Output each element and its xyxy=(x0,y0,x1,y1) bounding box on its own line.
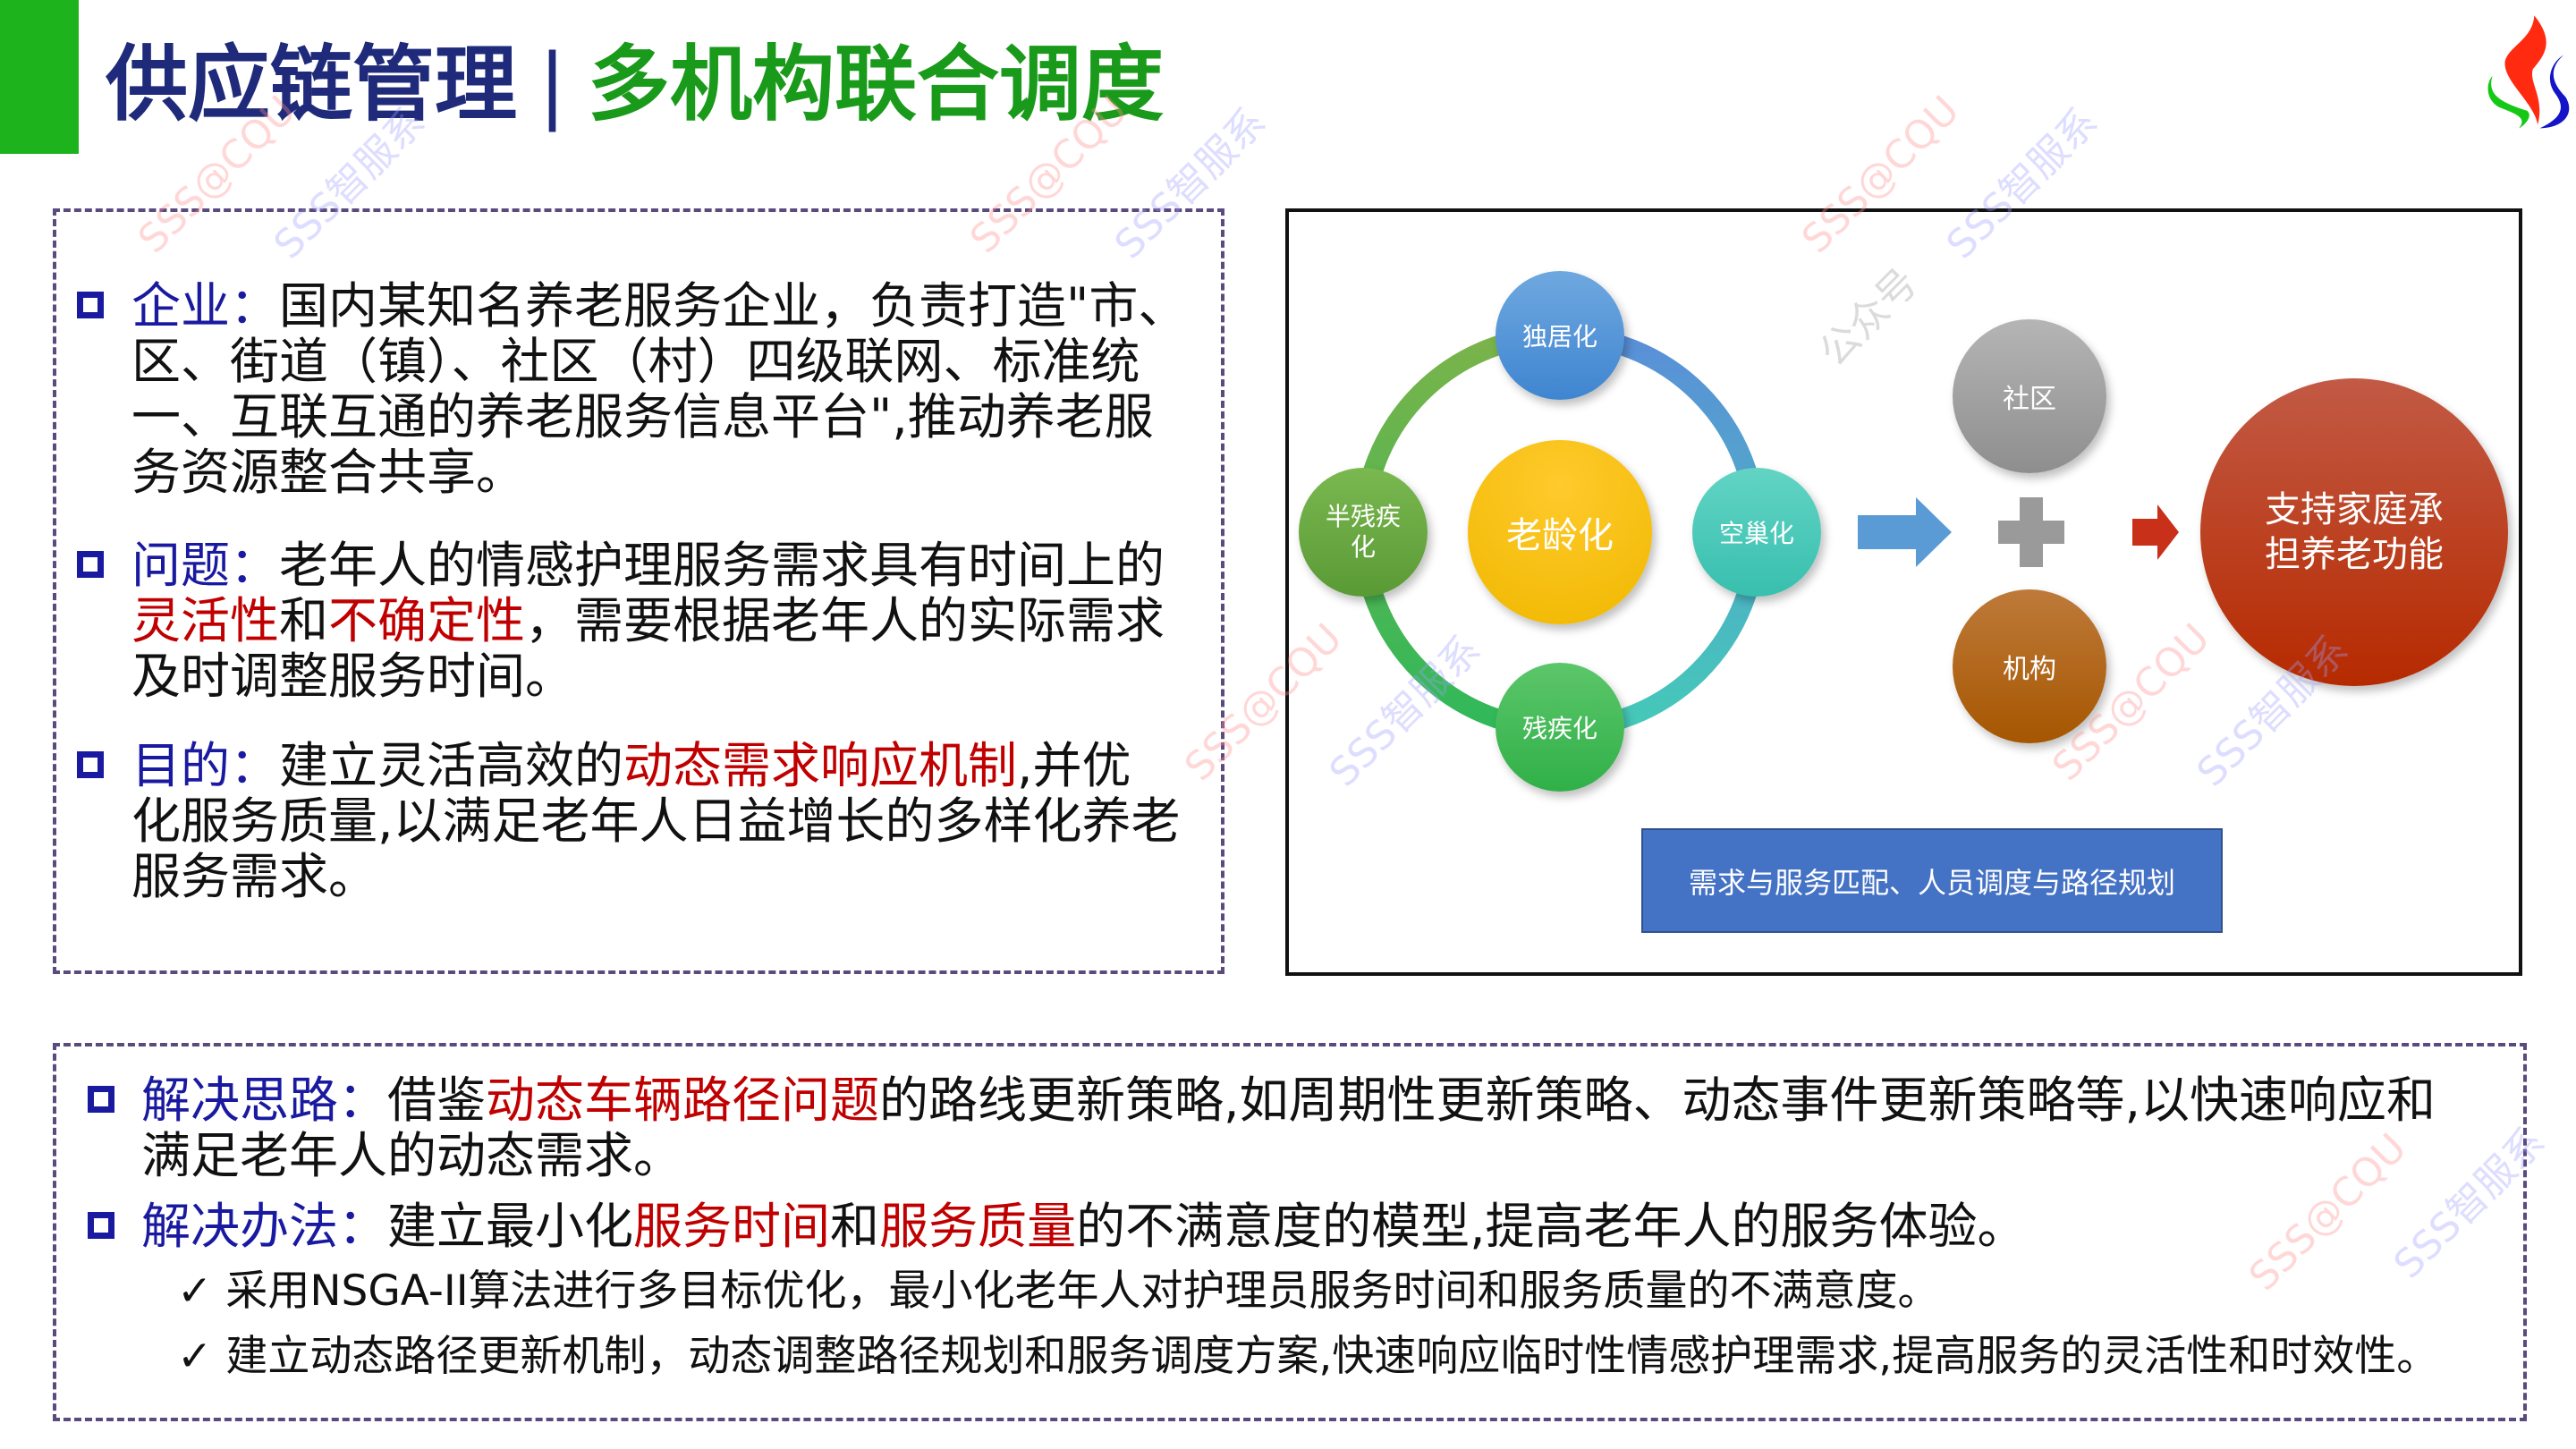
check-item: ✓ 建立动态路径更新机制，动态调整路径规划和服务调度方案,快速响应临时性情感护理… xyxy=(177,1332,2438,1382)
highlight-service-quality: 服务质量 xyxy=(879,1198,1077,1255)
method-paragraph: 解决办法：建立最小化服务时间和服务质量的不满意度的模型,提高老年人的服务体验。 xyxy=(141,1199,2027,1254)
text: 借鉴 xyxy=(387,1072,487,1129)
text: 建立灵活高效的 xyxy=(279,737,624,794)
node-label: 社区 xyxy=(2003,384,2056,415)
node-label: 机构 xyxy=(2003,654,2056,685)
checkbox-square-icon xyxy=(88,1086,114,1113)
node-label: 独居化 xyxy=(1521,322,1597,352)
text: 和 xyxy=(830,1198,880,1255)
text-line: 满足老年人的动态需求。 xyxy=(141,1127,683,1184)
aging-diagram-panel xyxy=(1285,208,2522,976)
checkbox-square-icon xyxy=(77,751,104,778)
node-institution: 机构 xyxy=(1953,589,2106,743)
text-line: 及时调整服务时间。 xyxy=(131,648,575,705)
enterprise-info-panel xyxy=(53,208,1224,974)
text-line: 服务需求。 xyxy=(131,848,378,905)
text-line: 化服务质量,以满足老年人日益增长的多样化养老 xyxy=(131,792,1181,850)
node-label-line: 半残疾 xyxy=(1325,502,1401,531)
matching-scheduling-box: 需求与服务匹配、人员调度与路径规划 xyxy=(1641,828,2223,933)
approach-label: 解决思路： xyxy=(141,1072,388,1129)
center-node-aging: 老龄化 xyxy=(1468,440,1652,624)
problem-label: 问题： xyxy=(131,537,280,594)
enterprise-paragraph: 企业：国内某知名养老服务企业，负责打造"市、 区、街道（镇）、社区（村）四级联网… xyxy=(131,278,1187,500)
node-label-line: 化 xyxy=(1350,532,1376,562)
node-label: 残疾化 xyxy=(1521,714,1597,743)
node-family-support: 支持家庭承担养老功能 xyxy=(2200,378,2508,686)
text: 的路线更新策略,如周期性更新策略、动态事件更新策略等,以快速响应和 xyxy=(879,1072,2436,1129)
check-text: 建立动态路径更新机制，动态调整路径规划和服务调度方案,快速响应临时性情感护理需求… xyxy=(225,1332,2439,1381)
checkbox-square-icon xyxy=(77,551,104,578)
text: ，需要根据老年人的实际需求 xyxy=(525,592,1165,649)
goal-paragraph: 目的：建立灵活高效的动态需求响应机制,并优 化服务质量,以满足老年人日益增长的多… xyxy=(131,738,1180,904)
text: ,并优 xyxy=(1017,737,1131,794)
flame-logo-icon xyxy=(2487,15,2570,129)
title-sub: 多机构联合调度 xyxy=(588,37,1165,132)
node-empty-nest: 空巢化 xyxy=(1692,468,1821,597)
checkbox-square-icon xyxy=(88,1212,114,1239)
highlight-dvrp: 动态车辆路径问题 xyxy=(486,1072,880,1129)
text-line: 务资源整合共享。 xyxy=(131,444,526,501)
text: 的不满意度的模型,提高老年人的服务体验。 xyxy=(1076,1198,2027,1255)
node-label-line: 支持家庭承 xyxy=(2265,489,2444,530)
method-label: 解决办法： xyxy=(141,1198,388,1255)
text-line: 老年人的情感护理服务需求具有时间上的 xyxy=(279,537,1165,594)
highlight-uncertainty: 不确定性 xyxy=(328,592,526,649)
highlight-mechanism: 动态需求响应机制 xyxy=(623,737,1018,794)
node-label: 空巢化 xyxy=(1718,519,1794,548)
checkmark-icon: ✓ xyxy=(177,1332,213,1381)
text: 和 xyxy=(279,592,329,649)
node-label: 半残疾化 xyxy=(1326,502,1401,563)
text-line: 国内某知名养老服务企业，负责打造"市、 xyxy=(279,277,1188,335)
node-label: 老龄化 xyxy=(1506,515,1614,556)
enterprise-label: 企业： xyxy=(131,277,280,335)
node-disabled: 残疾化 xyxy=(1496,663,1624,792)
solution-panel xyxy=(53,1043,2527,1421)
checkmark-icon: ✓ xyxy=(177,1267,213,1316)
node-label-line: 担养老功能 xyxy=(2265,534,2444,575)
node-label: 支持家庭承担养老功能 xyxy=(2265,487,2444,577)
problem-paragraph: 问题：老年人的情感护理服务需求具有时间上的 灵活性和不确定性，需要根据老年人的实… xyxy=(131,538,1165,704)
approach-paragraph: 解决思路：借鉴动态车辆路径问题的路线更新策略,如周期性更新策略、动态事件更新策略… xyxy=(141,1072,2436,1183)
text: 建立最小化 xyxy=(387,1198,634,1255)
highlight-service-time: 服务时间 xyxy=(633,1198,831,1255)
box-label: 需求与服务匹配、人员调度与路径规划 xyxy=(1688,865,2175,900)
check-item: ✓ 采用NSGA-II算法进行多目标优化，最小化老年人对护理员服务时间和服务质量… xyxy=(177,1267,1940,1317)
page-title: 供应链管理|多机构联合调度 xyxy=(106,36,1164,134)
node-living-alone: 独居化 xyxy=(1496,271,1624,400)
node-community: 社区 xyxy=(1953,319,2106,473)
highlight-flexibility: 灵活性 xyxy=(131,592,280,649)
text-line: 一、互联互通的养老服务信息平台",推动养老服 xyxy=(131,388,1154,445)
check-text: 采用NSGA-II算法进行多目标优化，最小化老年人对护理员服务时间和服务质量的不… xyxy=(225,1267,1940,1316)
node-semi-disabled: 半残疾化 xyxy=(1299,468,1428,597)
title-accent-bar xyxy=(0,0,79,154)
title-main: 供应链管理 xyxy=(106,37,518,132)
title-separator: | xyxy=(538,37,567,132)
goal-label: 目的： xyxy=(131,737,280,794)
checkbox-square-icon xyxy=(77,292,104,318)
text-line: 区、街道（镇）、社区（村）四级联网、标准统 xyxy=(131,333,1140,390)
